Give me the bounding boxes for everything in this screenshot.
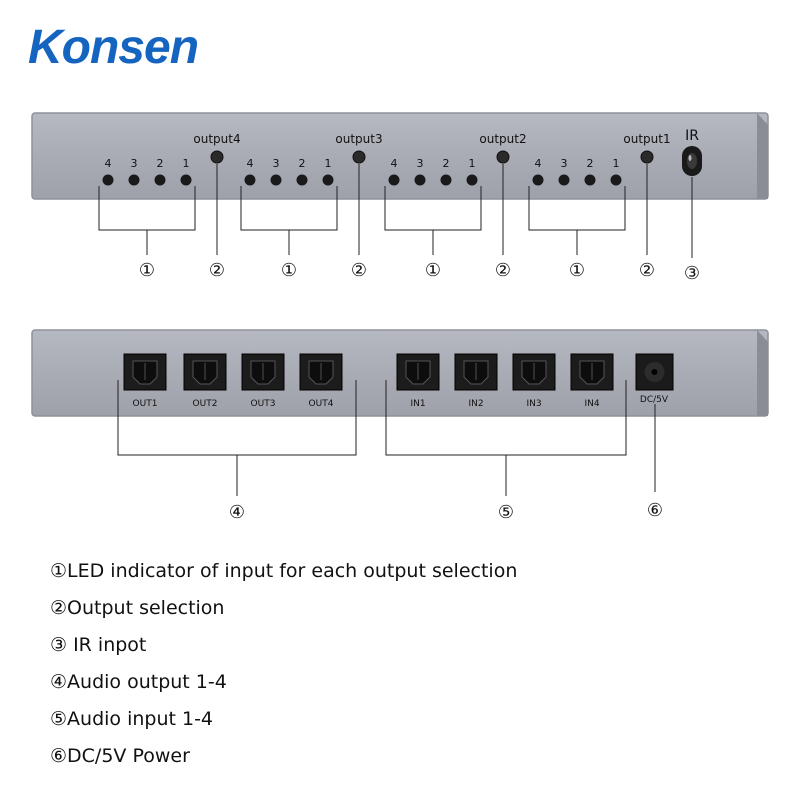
input-port-1: IN1 — [396, 353, 440, 409]
callout-select: ② — [639, 260, 655, 281]
audio-out-bracket — [117, 380, 357, 496]
led-indicator — [244, 174, 256, 186]
callout-led: ① — [569, 260, 585, 281]
led-number-label: 1 — [469, 157, 476, 170]
led-indicator — [558, 174, 570, 186]
output-label: output3 — [335, 132, 382, 146]
dc-power-jack: DC/5V — [635, 353, 674, 405]
output-port-3: OUT3 — [241, 353, 285, 409]
port-label: IN4 — [584, 399, 599, 409]
led-number-label: 2 — [443, 157, 450, 170]
output-port-1: OUT1 — [123, 353, 167, 409]
led-indicator — [180, 174, 192, 186]
output-select-button[interactable] — [496, 150, 510, 164]
callout-led: ① — [139, 260, 155, 281]
output-select-button[interactable] — [640, 150, 654, 164]
output-label: output2 — [479, 132, 526, 146]
port-label: OUT4 — [309, 399, 334, 409]
callout-power: ⑥ — [647, 500, 663, 521]
led-number-label: 1 — [325, 157, 332, 170]
brand-logo: Konsen — [28, 21, 199, 74]
output-port-2: OUT2 — [183, 353, 227, 409]
port-label: IN3 — [526, 399, 541, 409]
led-number-label: 3 — [273, 157, 280, 170]
led-number-label: 4 — [247, 157, 254, 170]
back-callouts: ④ ⑤ ⑥ — [117, 380, 663, 523]
callout-select: ② — [495, 260, 511, 281]
output-select-button[interactable] — [352, 150, 366, 164]
legend-item-audio-input: ⑤Audio input 1-4 — [50, 708, 214, 730]
dc-power-label: DC/5V — [640, 395, 669, 405]
led-number-label: 4 — [105, 157, 112, 170]
led-number-label: 4 — [535, 157, 542, 170]
legend-item-output-selection: ②Output selection — [50, 597, 225, 619]
led-number-label: 4 — [391, 157, 398, 170]
led-number-label: 3 — [561, 157, 568, 170]
led-bracket — [528, 186, 626, 255]
legend-item-ir: ③ IR inpot — [50, 634, 147, 656]
led-indicator — [388, 174, 400, 186]
callout-select: ② — [209, 260, 225, 281]
legend-item-audio-output: ④Audio output 1-4 — [50, 671, 227, 693]
input-port-2: IN2 — [454, 353, 498, 409]
port-label: OUT2 — [193, 399, 218, 409]
ir-label: IR — [685, 128, 699, 144]
led-number-label: 1 — [613, 157, 620, 170]
led-number-label: 2 — [299, 157, 306, 170]
legend-item-power: ⑥DC/5V Power — [50, 745, 190, 767]
callout-audio-in: ⑤ — [498, 502, 514, 523]
led-number-label: 1 — [183, 157, 190, 170]
led-bracket — [98, 186, 196, 255]
led-indicator — [270, 174, 282, 186]
ir-sensor: IR — [682, 128, 702, 176]
output-label: output1 — [623, 132, 670, 146]
port-label: IN1 — [410, 399, 425, 409]
led-indicator — [584, 174, 596, 186]
led-bracket — [240, 186, 338, 255]
led-number-label: 3 — [131, 157, 138, 170]
callout-led: ① — [425, 260, 441, 281]
callout-ir: ③ — [684, 263, 700, 284]
callout-audio-out: ④ — [229, 502, 245, 523]
led-number-label: 3 — [417, 157, 424, 170]
led-indicator — [440, 174, 452, 186]
led-indicator — [296, 174, 308, 186]
port-label: OUT1 — [133, 399, 158, 409]
output-label: output4 — [193, 132, 240, 146]
led-indicator — [414, 174, 426, 186]
audio-in-bracket — [385, 380, 627, 496]
led-indicator — [128, 174, 140, 186]
led-indicator — [466, 174, 478, 186]
legend-list: ①LED indicator of input for each output … — [50, 558, 517, 780]
led-indicator — [610, 174, 622, 186]
led-number-label: 2 — [587, 157, 594, 170]
led-indicator — [322, 174, 334, 186]
port-label: OUT3 — [251, 399, 276, 409]
output-select-button[interactable] — [210, 150, 224, 164]
input-port-4: IN4 — [570, 353, 614, 409]
back-panel: OUT1 OUT2 OUT3 OUT4 IN1 IN2 IN3 IN4 DC/5V — [31, 329, 769, 417]
led-bracket — [384, 186, 482, 255]
output-port-4: OUT4 — [299, 353, 343, 409]
legend-item-led: ①LED indicator of input for each output … — [50, 560, 518, 582]
led-number-label: 2 — [157, 157, 164, 170]
input-port-3: IN3 — [512, 353, 556, 409]
callout-select: ② — [351, 260, 367, 281]
port-label: IN2 — [468, 399, 483, 409]
callout-led: ① — [281, 260, 297, 281]
led-indicator — [532, 174, 544, 186]
led-indicator — [154, 174, 166, 186]
led-indicator — [102, 174, 114, 186]
front-callouts: ① ② ① ② ① ② ① ② ③ — [98, 164, 700, 284]
